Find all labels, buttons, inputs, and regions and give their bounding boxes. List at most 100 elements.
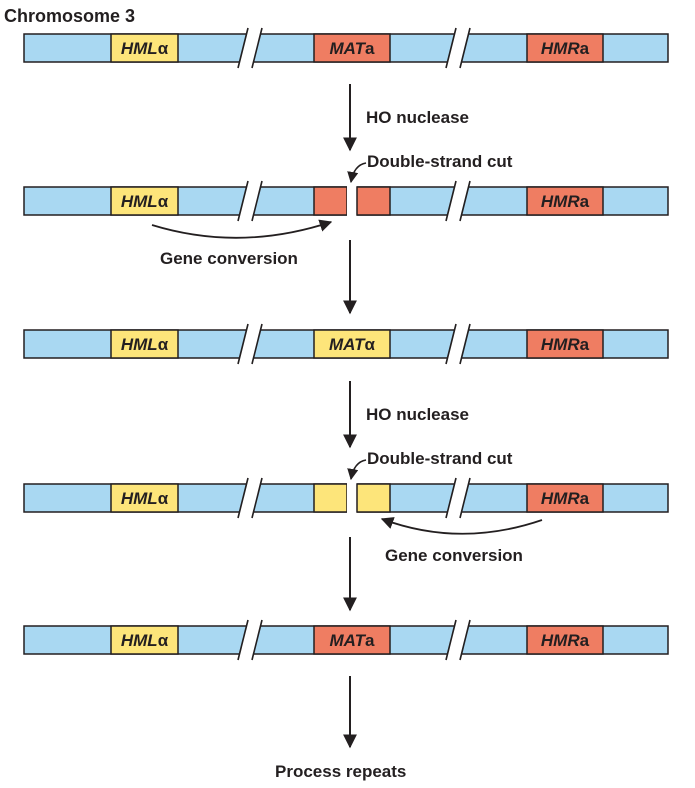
double-strand-cut-label-1: Double-strand cut xyxy=(367,152,513,171)
mat-locus-fragment-left xyxy=(313,186,348,216)
ho-nuclease-label-2: HO nuclease xyxy=(366,405,469,424)
hmr-locus-label-allele: a xyxy=(580,335,590,354)
hmr-locus-box xyxy=(526,186,604,216)
mat-locus-fragment-right xyxy=(356,186,391,216)
mat-locus-fragment-right xyxy=(356,483,391,513)
chromosome-break-left-mark-left xyxy=(237,27,249,69)
hml-locus-label: HMLα xyxy=(121,39,169,58)
hml-locus-label: HMLα xyxy=(121,631,169,650)
chromosome-break-right-mark-right xyxy=(459,477,471,519)
chromosome-break-left-mark-left xyxy=(237,323,249,365)
hml-locus-box xyxy=(110,33,179,63)
hml-locus-label-allele: α xyxy=(158,489,169,508)
ho-nuclease-label-1: HO nuclease xyxy=(366,108,469,127)
mat-locus-label: MATa xyxy=(329,39,375,58)
chromosome-break-right-gap xyxy=(446,183,470,219)
hml-locus-label: HMLα xyxy=(121,192,169,211)
chromosome-break-right-mark-left xyxy=(445,323,457,365)
hmr-locus-label-name: HMR xyxy=(541,489,580,508)
double-strand-break-gap xyxy=(347,185,357,217)
chromosome-break-left-mark-left xyxy=(237,180,249,222)
chromosome-break-left-mark-right xyxy=(251,180,263,222)
chromosome-break-left-mark-right xyxy=(251,619,263,661)
chromosome-break-left-mark-right xyxy=(251,323,263,365)
hml-locus-label-allele: α xyxy=(158,631,169,650)
gene-conversion-arrow-2 xyxy=(380,517,543,535)
hmr-locus-box xyxy=(526,329,604,359)
chromosome-break-right-gap xyxy=(446,622,470,658)
hmr-locus-label-allele: a xyxy=(580,489,590,508)
mat-locus-label-allele: α xyxy=(365,335,376,354)
chromosome-break-left-gap xyxy=(238,326,262,362)
chromosome-break-right-gap xyxy=(446,326,470,362)
chromosome-break-right-mark-right xyxy=(459,27,471,69)
chromosome-break-left-gap xyxy=(238,622,262,658)
chromosome-break-right-mark-right xyxy=(459,323,471,365)
hml-locus-label-name: HML xyxy=(121,39,158,58)
hmr-locus-label-name: HMR xyxy=(541,631,580,650)
chromosome-title: Chromosome 3 xyxy=(4,6,135,26)
mat-locus-fragment-left xyxy=(313,483,348,513)
hmr-locus-label-allele: a xyxy=(580,39,590,58)
hml-locus-box xyxy=(110,186,179,216)
mat-locus-box xyxy=(313,329,391,359)
cut-curved-arrow-1 xyxy=(347,162,367,184)
mat-locus-label-name: MAT xyxy=(329,631,366,650)
chromosome-break-left-mark-left xyxy=(237,477,249,519)
chromosome-break-right-mark-right xyxy=(459,619,471,661)
gene-conversion-arrow-1 xyxy=(151,219,333,239)
mat-locus-box xyxy=(313,33,391,63)
hml-locus-box xyxy=(110,625,179,655)
hmr-locus-box xyxy=(526,483,604,513)
hml-locus-label-allele: α xyxy=(158,335,169,354)
chromosome-break-right-mark-left xyxy=(445,27,457,69)
chromosome-break-left-mark-left xyxy=(237,619,249,661)
hmr-locus-label-allele: a xyxy=(580,631,590,650)
process-repeats-label: Process repeats xyxy=(275,762,406,781)
hmr-locus-label: HMRa xyxy=(541,631,590,650)
double-strand-break-gap xyxy=(347,482,357,514)
chromosome-break-right-gap xyxy=(446,30,470,66)
hml-locus-label: HMLα xyxy=(121,335,169,354)
hml-locus-box xyxy=(110,329,179,359)
chromosome-break-right-mark-left xyxy=(445,477,457,519)
hmr-locus-label: HMRa xyxy=(541,192,590,211)
chromosome-break-right-mark-left xyxy=(445,180,457,222)
hmr-locus-label: HMRa xyxy=(541,39,590,58)
hml-locus-label: HMLα xyxy=(121,489,169,508)
mat-locus-label-allele: a xyxy=(365,39,375,58)
chromosome-break-left-gap xyxy=(238,30,262,66)
chromosome-break-right-gap xyxy=(446,480,470,516)
chromosome-row-2: HMLα HMRa xyxy=(23,180,669,222)
hml-locus-label-name: HML xyxy=(121,335,158,354)
mat-locus-label-name: MAT xyxy=(329,335,366,354)
chromosome-break-left-gap xyxy=(238,480,262,516)
chromosome-break-right-mark-left xyxy=(445,619,457,661)
mat-locus-box xyxy=(313,625,391,655)
chromosome-row-4: HMLα HMRa xyxy=(23,477,669,519)
mat-locus-label: MATα xyxy=(329,335,376,354)
hmr-locus-label-name: HMR xyxy=(541,39,580,58)
hmr-locus-label: HMRa xyxy=(541,335,590,354)
gene-conversion-label-2: Gene conversion xyxy=(385,546,523,565)
hml-locus-label-allele: α xyxy=(158,39,169,58)
hmr-locus-label-name: HMR xyxy=(541,192,580,211)
chromosome-break-left-mark-right xyxy=(251,27,263,69)
hml-locus-label-allele: α xyxy=(158,192,169,211)
chromosome-break-left-gap xyxy=(238,183,262,219)
hml-locus-label-name: HML xyxy=(121,631,158,650)
mat-locus-label-allele: a xyxy=(365,631,375,650)
chromosome-break-left-mark-right xyxy=(251,477,263,519)
hmr-locus-box xyxy=(526,625,604,655)
hml-locus-box xyxy=(110,483,179,513)
hmr-locus-label-allele: a xyxy=(580,192,590,211)
double-strand-cut-label-2: Double-strand cut xyxy=(367,449,513,468)
hmr-locus-label-name: HMR xyxy=(541,335,580,354)
chromosome-break-right-mark-right xyxy=(459,180,471,222)
hmr-locus-box xyxy=(526,33,604,63)
